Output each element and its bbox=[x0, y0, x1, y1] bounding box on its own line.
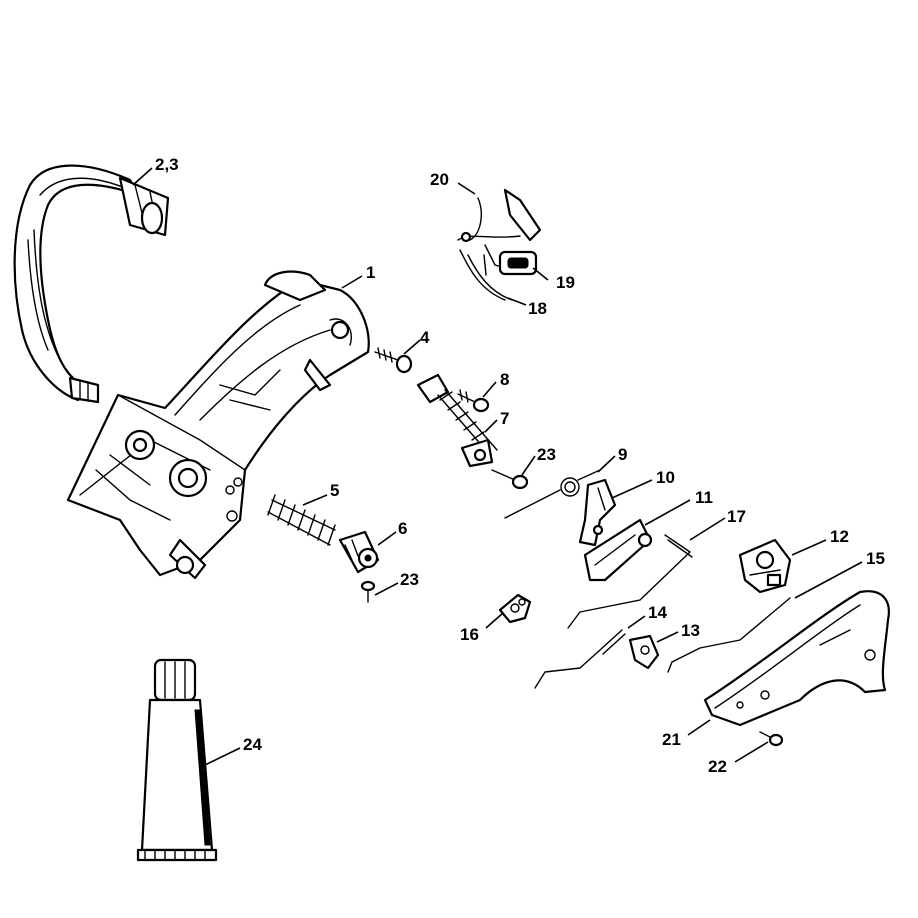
callout-10: 10 bbox=[656, 468, 675, 487]
spring-5 bbox=[267, 494, 336, 546]
callout-19: 19 bbox=[556, 273, 575, 292]
handle-bar bbox=[13, 164, 170, 404]
callout-12: 12 bbox=[830, 527, 849, 546]
callout-1: 1 bbox=[366, 263, 375, 282]
callout-23-lower: 23 bbox=[400, 570, 419, 589]
spring-assembly-7 bbox=[416, 373, 498, 468]
grease-tube-24 bbox=[136, 658, 218, 862]
callout-15: 15 bbox=[866, 549, 885, 568]
rod-17 bbox=[567, 534, 693, 629]
callout-17: 17 bbox=[727, 507, 746, 526]
torsion-spring-9 bbox=[504, 469, 601, 519]
screw-23-upper bbox=[491, 469, 529, 490]
wiring-harness bbox=[457, 188, 542, 301]
callout-23-upper: 23 bbox=[537, 445, 556, 464]
screw-8 bbox=[457, 389, 490, 413]
callout-16: 16 bbox=[460, 625, 479, 644]
callout-24: 24 bbox=[243, 735, 262, 754]
screw-22 bbox=[759, 731, 784, 747]
clip-16 bbox=[498, 593, 532, 624]
rod-14 bbox=[534, 629, 626, 689]
lever-13 bbox=[628, 634, 660, 670]
callout-2-3: 2,3 bbox=[155, 155, 179, 174]
callout-6: 6 bbox=[398, 519, 407, 538]
handle-moulding-21 bbox=[703, 590, 890, 727]
callout-11: 11 bbox=[695, 488, 713, 507]
leader-lines bbox=[132, 167, 863, 766]
bushing-6 bbox=[338, 530, 380, 574]
screw-23-lower bbox=[360, 580, 376, 603]
switch-12 bbox=[738, 538, 792, 594]
callout-13: 13 bbox=[681, 621, 700, 640]
callout-labels: 2,3 1 20 19 18 4 8 7 23 9 10 11 17 5 6 2… bbox=[155, 155, 885, 776]
screw-4 bbox=[374, 347, 413, 374]
callout-22: 22 bbox=[708, 757, 727, 776]
callout-5: 5 bbox=[330, 481, 339, 500]
rod-15 bbox=[667, 597, 791, 673]
callout-20: 20 bbox=[430, 170, 449, 189]
rear-handle-housing bbox=[66, 270, 370, 580]
throttle-trigger-10 bbox=[578, 478, 617, 547]
lever-plate-11 bbox=[583, 518, 653, 582]
callout-21: 21 bbox=[662, 730, 681, 749]
callout-9: 9 bbox=[618, 445, 627, 464]
callout-4: 4 bbox=[420, 328, 430, 347]
callout-7: 7 bbox=[500, 409, 509, 428]
callout-14: 14 bbox=[648, 603, 667, 622]
callout-8: 8 bbox=[500, 370, 509, 389]
callout-18: 18 bbox=[528, 299, 547, 318]
